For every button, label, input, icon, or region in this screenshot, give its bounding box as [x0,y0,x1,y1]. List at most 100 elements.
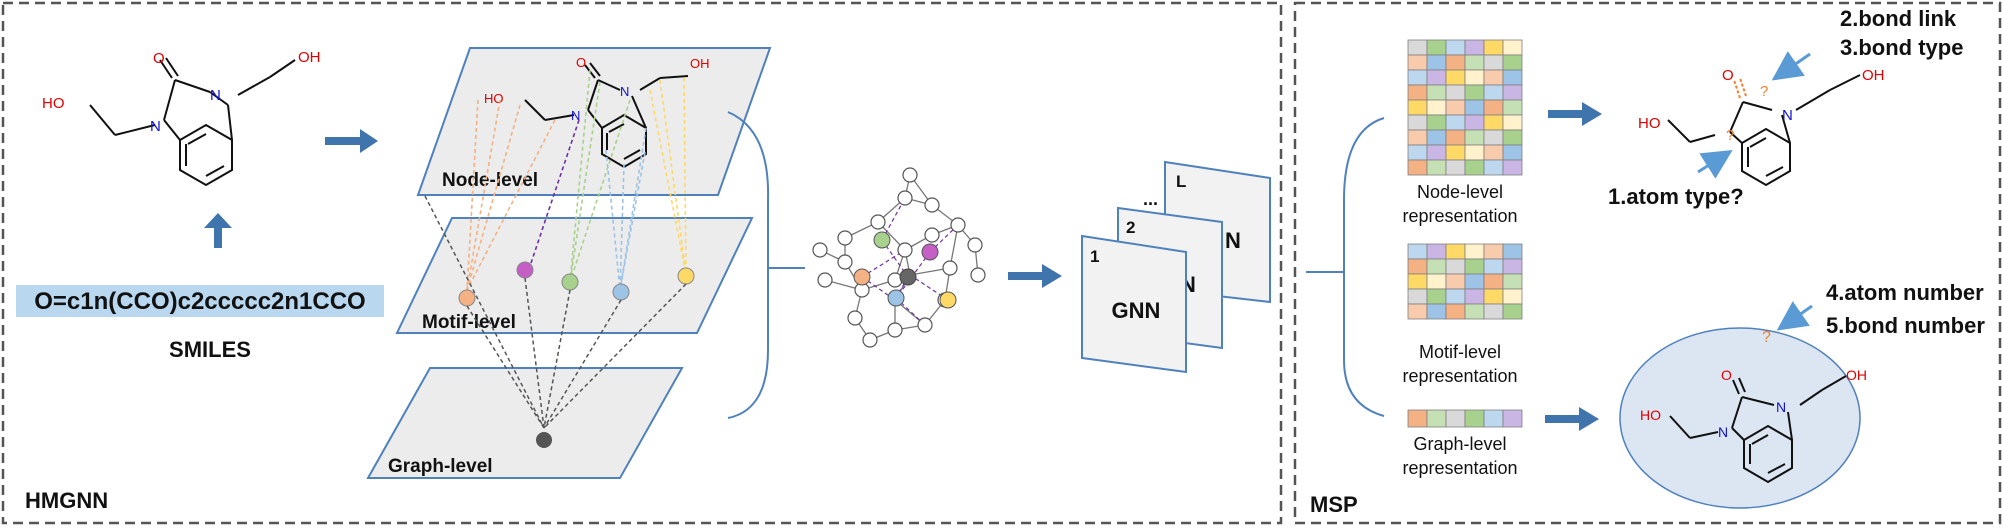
grid-cell [1502,258,1523,275]
grid-cell [1464,84,1485,101]
grid-cell [1464,114,1485,131]
grid-cell [1445,69,1466,86]
motif-node [561,273,579,291]
grid-cell [1483,144,1504,161]
motif-to-graph-links [424,195,687,429]
graph-motif-node [939,291,957,309]
graph-motif-node [921,243,939,261]
grid-cell [1483,273,1504,290]
grid-cell [1502,159,1523,176]
grid-cell [1483,39,1504,56]
grid-cell [1426,99,1447,116]
graph-rep-label-2: representation [1402,458,1517,478]
msp-panel-border [1293,1,2002,525]
grid-cell [1483,69,1504,86]
graph-level-grid [1407,409,1523,428]
grid-cell [1426,258,1447,275]
graph-rep-label-1: Graph-level [1413,434,1506,454]
grid-cell [1464,69,1485,86]
atom-o-label: O [153,50,165,67]
right-arrow-icon [325,129,378,153]
grid-cell [1483,243,1504,260]
task-atom-type: 1.atom type? [1608,184,1744,209]
grid-cell [1502,144,1523,161]
atom-n-label: N [150,118,161,135]
graph-motif-node [887,289,905,307]
grid-cell [1464,409,1485,428]
graph-level-ellipse [1619,327,1861,509]
atom-n-label: N [620,84,629,99]
grid-cell [1407,258,1428,275]
grid-cell [1464,144,1485,161]
task-atom-number: 4.atom number [1826,280,1984,305]
grid-cell [1445,243,1466,260]
grid-cell [1426,273,1447,290]
hmgnn-panel-border [1,1,1283,525]
grid-cell [1464,54,1485,71]
task-bond-number: 5.bond number [1826,313,1985,338]
grid-cell [1426,243,1447,260]
grid-cell [1502,54,1523,71]
grid-cell [1483,159,1504,176]
grid-cell [1407,159,1428,176]
graph-level-label: Graph-level [388,456,493,477]
atom-ho-label: HO [484,91,504,106]
grid-cell [1502,99,1523,116]
motif-rep-label-1: Motif-level [1419,342,1501,362]
grid-cell [1483,114,1504,131]
node-plane-molecule: N N O HO OH [484,55,710,169]
task-bond-link: 2.bond link [1840,6,1957,31]
grid-cell [1445,114,1466,131]
grid-cell [1483,129,1504,146]
atom-ho-label: HO [1640,407,1661,423]
grid-cell [1502,273,1523,290]
grid-cell [1445,303,1466,320]
grid-cell [1407,303,1428,320]
grid-cell [1445,288,1466,305]
right-arrow-icon [1008,264,1062,288]
grid-cell [1407,409,1428,428]
grid-cell [1426,39,1447,56]
atom-oh-label: OH [690,56,710,71]
gnn-index-1: 1 [1090,247,1099,266]
atom-oh-label: OH [1862,67,1885,84]
atom-ho-label: HO [1638,115,1661,132]
grid-cell [1407,99,1428,116]
grid-cell [1426,144,1447,161]
atom-n-label: N [210,87,221,104]
smiles-label: SMILES [169,337,251,362]
motif-rep-label-2: representation [1402,366,1517,386]
grid-cell [1502,243,1523,260]
graph-nodes [812,167,986,348]
gnn-label-back: N [1225,228,1241,253]
grid-cell [1445,409,1466,428]
grid-cell [1445,129,1466,146]
grid-cell [1426,54,1447,71]
grid-cell [1483,409,1504,428]
smiles-box [16,285,384,317]
grid-cell [1464,39,1485,56]
grid-cell [1426,69,1447,86]
grid-cell [1445,144,1466,161]
grid-cell [1502,409,1523,428]
masked-bond-mark: ? [1760,83,1768,100]
ellipse-molecule: N N O HO OH [1640,367,1867,484]
pointer-arrow-icon [1776,301,1813,331]
masked-atom-mark: ? [1726,127,1734,144]
input-molecule: N N O HO OH [42,49,321,187]
motif-node [458,289,476,307]
grid-cell [1426,159,1447,176]
graph-motif-node [873,231,891,249]
grid-cell [1502,69,1523,86]
atom-n-label: N [1776,399,1786,415]
masked-molecule: ? ? N O HO OH [1638,67,1885,187]
pointer-arrow-icon [1697,149,1733,179]
grid-cell [1464,99,1485,116]
gnn-label: GNN [1112,298,1161,323]
pointer-arrow-icon [1771,51,1811,81]
grid-cell [1407,273,1428,290]
node-level-label: Node-level [442,170,538,191]
atom-o-label: O [1722,67,1734,84]
grid-cell [1407,129,1428,146]
right-arrow-icon [1545,407,1599,431]
